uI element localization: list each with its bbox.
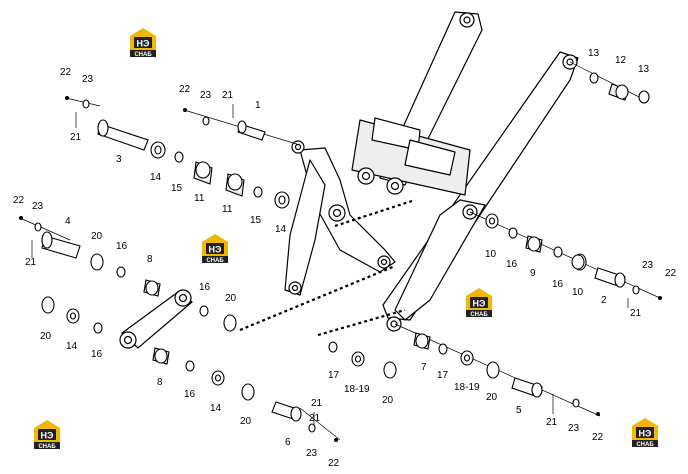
label-9: 9 <box>530 268 536 279</box>
label-21d: 21 <box>311 398 323 409</box>
assembly-lines <box>239 198 416 337</box>
label-20b: 20 <box>225 293 237 304</box>
label-20f: 20 <box>486 392 498 403</box>
parts <box>34 72 650 433</box>
logo-mark-box <box>206 243 224 254</box>
label-21e: 21 <box>309 413 321 424</box>
label-22b: 22 <box>179 84 191 95</box>
label-16b: 16 <box>199 282 211 293</box>
label-21f: 21 <box>630 308 642 319</box>
logo-badge: НЭ СНАБ <box>202 234 228 264</box>
label-6: 6 <box>285 437 291 448</box>
logo-mark-text: НЭ <box>41 431 54 441</box>
logo-badge: НЭ СНАБ <box>130 28 156 58</box>
logo-caption-text: СНАБ <box>636 442 654 448</box>
label-22e: 22 <box>665 268 677 279</box>
label-8: 8 <box>147 254 153 265</box>
label-23b: 23 <box>200 90 212 101</box>
label-5: 5 <box>516 405 522 416</box>
label-23e: 23 <box>642 260 654 271</box>
logo-caption-bar <box>34 442 60 449</box>
label-15: 15 <box>171 183 183 194</box>
label-16c: 16 <box>91 349 103 360</box>
label-23d: 23 <box>306 448 318 459</box>
label-11: 11 <box>194 193 205 204</box>
logo-mark-box <box>134 37 152 48</box>
label-4: 4 <box>65 216 71 227</box>
label-1: 1 <box>255 100 261 111</box>
logo-mark-text: НЭ <box>473 299 486 309</box>
label-23: 23 <box>82 74 94 85</box>
label-17b: 17 <box>437 370 449 381</box>
logo-mark-text: НЭ <box>209 245 222 255</box>
label-22d: 22 <box>328 458 340 469</box>
logo-caption-text: СНАБ <box>38 444 56 450</box>
label-14b: 14 <box>275 224 287 235</box>
label-16e: 16 <box>506 259 518 270</box>
link-bar <box>119 289 193 349</box>
label-16d: 16 <box>184 389 196 400</box>
label-16f: 16 <box>552 279 564 290</box>
label-21c: 21 <box>25 257 37 268</box>
logo-group: НЭ СНАБ НЭ СНАБ НЭ СНАБ НЭ СНАБ НЭ СНАБ <box>34 28 658 450</box>
label-13: 13 <box>588 48 600 59</box>
logo-caption-bar <box>130 50 156 57</box>
label-16: 16 <box>116 241 128 252</box>
label-3: 3 <box>116 154 122 165</box>
label-20c: 20 <box>40 331 52 342</box>
label-22: 22 <box>60 67 72 78</box>
label-20e: 20 <box>382 395 394 406</box>
label-18-19: 18-19 <box>344 384 370 395</box>
logo-mark-box <box>470 297 488 308</box>
logo-mark-text: НЭ <box>639 429 652 439</box>
label-8b: 8 <box>157 377 163 388</box>
logo-caption-text: СНАБ <box>134 52 152 58</box>
logo-mark-box <box>38 429 56 440</box>
label-22f: 22 <box>592 432 604 443</box>
label-11b: 11 <box>222 204 233 215</box>
label-14d: 14 <box>210 403 222 414</box>
logo-mark-box <box>636 427 654 438</box>
label-7: 7 <box>421 362 427 373</box>
bolts <box>19 96 662 442</box>
label-20: 20 <box>91 231 103 242</box>
label-18-19b: 18-19 <box>454 382 480 393</box>
label-21g: 21 <box>546 417 558 428</box>
label-17: 17 <box>328 370 340 381</box>
label-10: 10 <box>485 249 497 260</box>
label-15b: 15 <box>250 215 262 226</box>
label-14c: 14 <box>66 341 78 352</box>
logo-caption-bar <box>202 256 228 263</box>
label-23f: 23 <box>568 423 580 434</box>
label-20d: 20 <box>240 416 252 427</box>
logo-badge: НЭ СНАБ <box>34 420 60 450</box>
logo-caption-text: СНАБ <box>470 312 488 318</box>
label-23c: 23 <box>32 201 44 212</box>
logo-badge: НЭ СНАБ <box>632 418 658 448</box>
label-14: 14 <box>150 172 162 183</box>
label-21b: 21 <box>222 90 234 101</box>
logo-mark-text: НЭ <box>137 39 150 49</box>
label-13b: 13 <box>638 64 650 75</box>
label-12: 12 <box>615 55 627 66</box>
logo-caption-bar <box>632 440 658 447</box>
logo-caption-text: СНАБ <box>206 258 224 264</box>
loader-boom-arms <box>284 11 579 321</box>
label-22c: 22 <box>13 195 25 206</box>
logo-badge: НЭ СНАБ <box>466 288 492 318</box>
part-labels: 22 23 21 3 14 15 11 11 15 14 22 23 21 1 … <box>13 48 677 469</box>
logo-caption-bar <box>466 310 492 317</box>
label-10b: 10 <box>572 287 584 298</box>
label-2: 2 <box>601 295 607 306</box>
label-21: 21 <box>70 132 82 143</box>
